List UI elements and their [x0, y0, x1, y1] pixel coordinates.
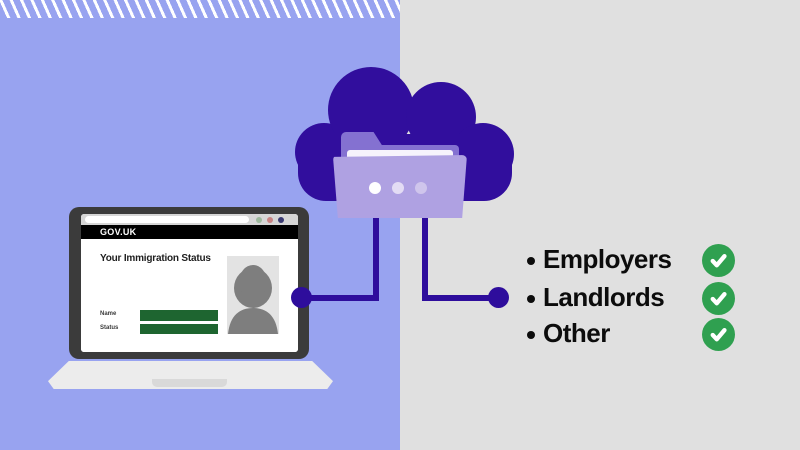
list-item-landlords: Landlords [518, 280, 750, 318]
list-item-label: Landlords [543, 282, 665, 312]
name-value-bar [140, 310, 218, 321]
wire-cloud-to-list-horizontal [422, 295, 499, 301]
page-title: Your Immigration Status [100, 253, 211, 264]
diagonal-hatch-pattern [0, 0, 400, 18]
status-page: Your Immigration Status Name Status [81, 239, 298, 352]
govuk-logo-text: GOV.UK [100, 227, 137, 237]
address-bar [85, 216, 249, 223]
gray-background-panel [400, 0, 800, 450]
folder-ellipsis-dot [392, 182, 404, 194]
window-control-icon [256, 216, 262, 223]
list-item-employers: Employers [518, 242, 750, 280]
check-circle-icon [702, 318, 735, 351]
status-field-label: Status [100, 325, 119, 331]
folder-ellipsis-dot [415, 182, 427, 194]
window-control-icon [278, 216, 284, 223]
wire-cloud-to-laptop-vertical [373, 214, 379, 298]
laptop-screen-bezel: GOV.UK Your Immigration Status Name Stat… [69, 207, 309, 359]
wire-cloud-to-laptop-horizontal [302, 295, 379, 301]
wire-cloud-to-list-vertical [422, 214, 428, 298]
browser-window: GOV.UK Your Immigration Status Name Stat… [81, 214, 298, 352]
name-field-label: Name [100, 311, 117, 317]
list-item-label: Other [543, 318, 610, 348]
bullet-icon [527, 257, 535, 265]
window-control-icon [267, 216, 273, 223]
laptop-base-notch [152, 379, 227, 387]
list-item-other: Other [518, 316, 750, 354]
status-value-bar [140, 324, 218, 334]
check-circle-icon [702, 244, 735, 277]
bullet-icon [527, 331, 535, 339]
folder-ellipsis-dot [369, 182, 381, 194]
laptop-base [48, 361, 333, 389]
check-circle-icon [702, 282, 735, 315]
connector-node-list [488, 287, 509, 308]
connector-node-laptop [291, 287, 312, 308]
list-item-label: Employers [543, 244, 672, 274]
woman-silhouette-icon [227, 256, 279, 334]
browser-toolbar [81, 214, 298, 225]
govuk-header-bar: GOV.UK [81, 225, 298, 239]
bullet-icon [527, 295, 535, 303]
